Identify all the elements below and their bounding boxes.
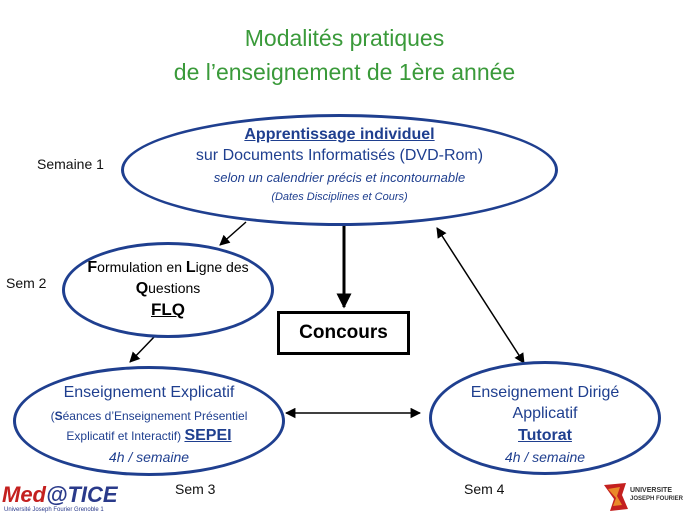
node-individual-line4: (Dates Disciplines et Cours) — [271, 191, 408, 203]
week-label-4: Sem 4 — [464, 481, 505, 497]
node-flq-line2: Questions — [65, 280, 271, 298]
node-explicit-line1: Enseignement Explicatif — [63, 384, 235, 401]
week-label-3: Sem 3 — [175, 481, 216, 497]
node-flq: Formulation en Ligne des Questions FLQ — [62, 242, 274, 338]
flq-text-2: igne des — [195, 259, 249, 275]
title-line-2: de l’enseignement de 1ère année — [173, 59, 516, 85]
arrow-individual-to-flq — [219, 221, 247, 246]
arrow-individual-directed — [436, 227, 525, 364]
explicit-abbr: SEPEI — [184, 427, 232, 444]
arrow-flq-to-explicit — [129, 335, 156, 363]
node-directed-abbr: Tutorat — [518, 427, 572, 444]
medtice-logo-subtitle: Université Joseph Fourier Grenoble 1 — [4, 507, 104, 513]
logo-text-med: Med — [2, 482, 46, 507]
node-concours: Concours — [277, 311, 410, 355]
title-line-1: Modalités pratiques — [244, 25, 445, 51]
explicit-paren: ( — [50, 409, 55, 423]
logo-text-at: @ — [46, 482, 68, 507]
flq-text-1: ormulation en — [97, 259, 186, 275]
week-label-1: Semaine 1 — [37, 156, 104, 172]
ujf-logo-text-1: UNIVERSITE — [630, 487, 673, 494]
flq-letter-q: Q — [135, 280, 149, 297]
node-directed-hours: 4h / semaine — [504, 449, 586, 465]
node-individual-learning: Apprentissage individuel sur Documents I… — [121, 114, 558, 226]
ujf-logo-text-2: JOSEPH FOURIER — [630, 496, 684, 502]
explicit-letter-s: S — [54, 409, 63, 423]
logo-text-tice: TICE — [67, 482, 118, 507]
week-label-2: Sem 2 — [6, 275, 47, 291]
ujf-emblem-icon — [604, 483, 628, 511]
node-explicit-line2: (Séances d’Enseignement Présentiel — [16, 409, 282, 423]
flq-letter-f: F — [87, 259, 98, 276]
node-individual-line1: Apprentissage individuel — [244, 126, 435, 143]
flq-letter-l: L — [185, 259, 196, 276]
node-directed-teaching: Enseignement Dirigé Applicatif Tutorat 4… — [429, 361, 661, 475]
node-directed-line2: Applicatif — [512, 405, 578, 422]
node-individual-line2: sur Documents Informatisés (DVD-Rom) — [195, 147, 484, 164]
flq-text-3: uestions — [148, 280, 201, 296]
explicit-line3-text: Explicatif et Interactif) — [66, 429, 182, 443]
node-explicit-hours: 4h / semaine — [108, 449, 190, 465]
node-explicit-teaching: Enseignement Explicatif (Séances d’Ensei… — [13, 366, 285, 476]
node-explicit-line3: Explicatif et Interactif) SEPEI — [16, 427, 282, 445]
node-directed-line1: Enseignement Dirigé — [470, 384, 620, 401]
ujf-logo: UNIVERSITE JOSEPH FOURIER — [598, 481, 688, 515]
medtice-logo: Med@TICE Université Joseph Fourier Greno… — [2, 482, 152, 516]
node-flq-abbr: FLQ — [151, 300, 185, 319]
node-flq-line1: Formulation en Ligne des — [65, 259, 271, 277]
medtice-logo-wordmark: Med@TICE — [2, 482, 118, 508]
explicit-line2-rest: éances d’Enseignement Présentiel — [62, 409, 248, 423]
node-individual-line3: selon un calendrier précis et incontourn… — [213, 170, 466, 185]
